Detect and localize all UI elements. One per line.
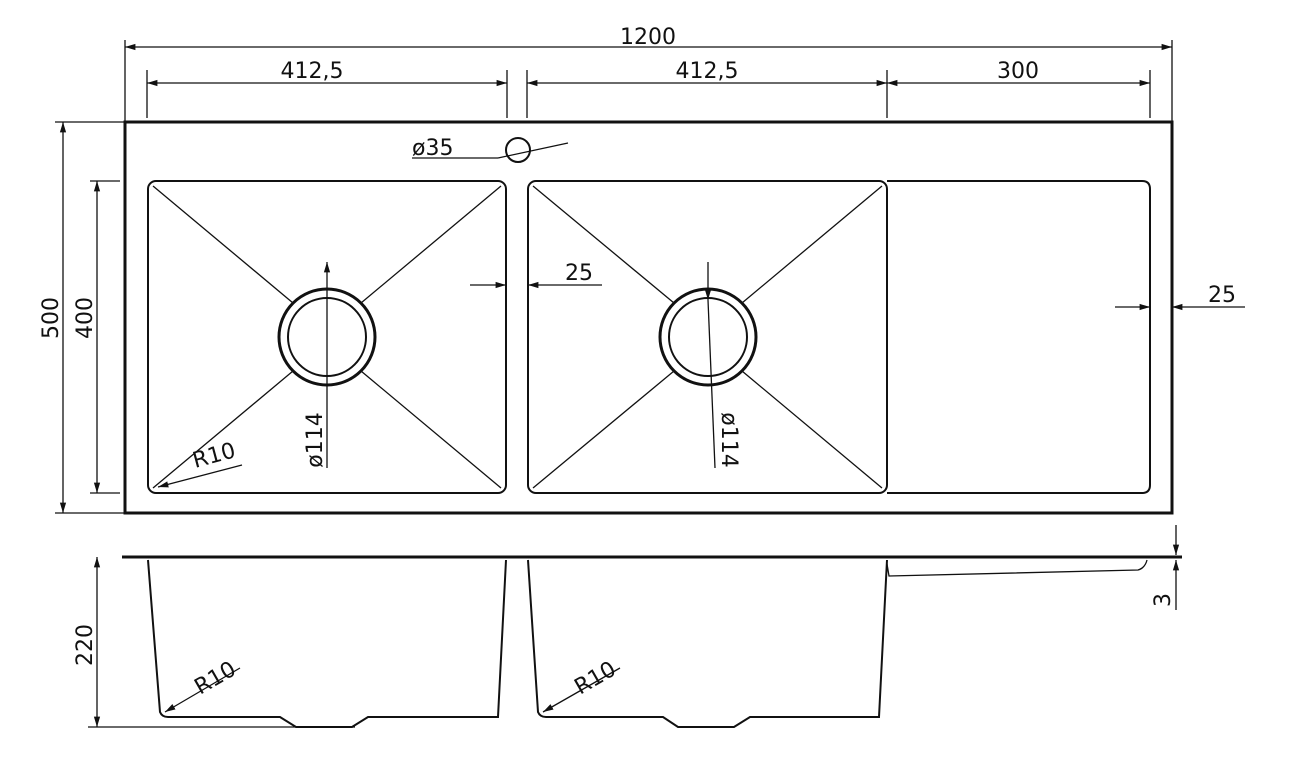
sink-outline: [123, 120, 1174, 515]
label-drain-right: ø114: [716, 412, 741, 467]
label-drainboard-width: 300: [997, 59, 1039, 84]
drainboard: [887, 180, 1151, 494]
bowl-left: ø114 R10: [147, 180, 507, 494]
bowl-right: ø114: [527, 180, 888, 494]
side-view: 220 R10 R10 3: [73, 525, 1182, 728]
label-overall-depth: 500: [39, 297, 64, 339]
dimension-gap: 25: [470, 261, 602, 289]
label-left-radius: R10: [191, 657, 241, 700]
label-bowl-depth: 400: [73, 297, 98, 339]
label-bowl-left-width: 412,5: [281, 59, 344, 84]
label-bowl-height: 220: [73, 624, 98, 666]
label-bowl-right-width: 412,5: [676, 59, 739, 84]
label-drain-left: ø114: [303, 412, 328, 467]
label-right-margin: 25: [1208, 283, 1236, 308]
label-tap-hole: ø35: [412, 136, 453, 161]
label-overall-width: 1200: [620, 25, 676, 50]
dimension-right-margin: 25: [1115, 283, 1245, 311]
dimension-depths: 500 400: [39, 121, 125, 514]
tap-hole: ø35: [412, 136, 569, 163]
label-right-radius: R10: [571, 657, 621, 700]
dimension-bowl-widths: 412,5 412,5 300: [146, 59, 1151, 118]
label-gap: 25: [565, 261, 593, 286]
dimension-overall-width: 1200: [124, 25, 1173, 122]
label-deck-thickness: 3: [1151, 593, 1176, 607]
